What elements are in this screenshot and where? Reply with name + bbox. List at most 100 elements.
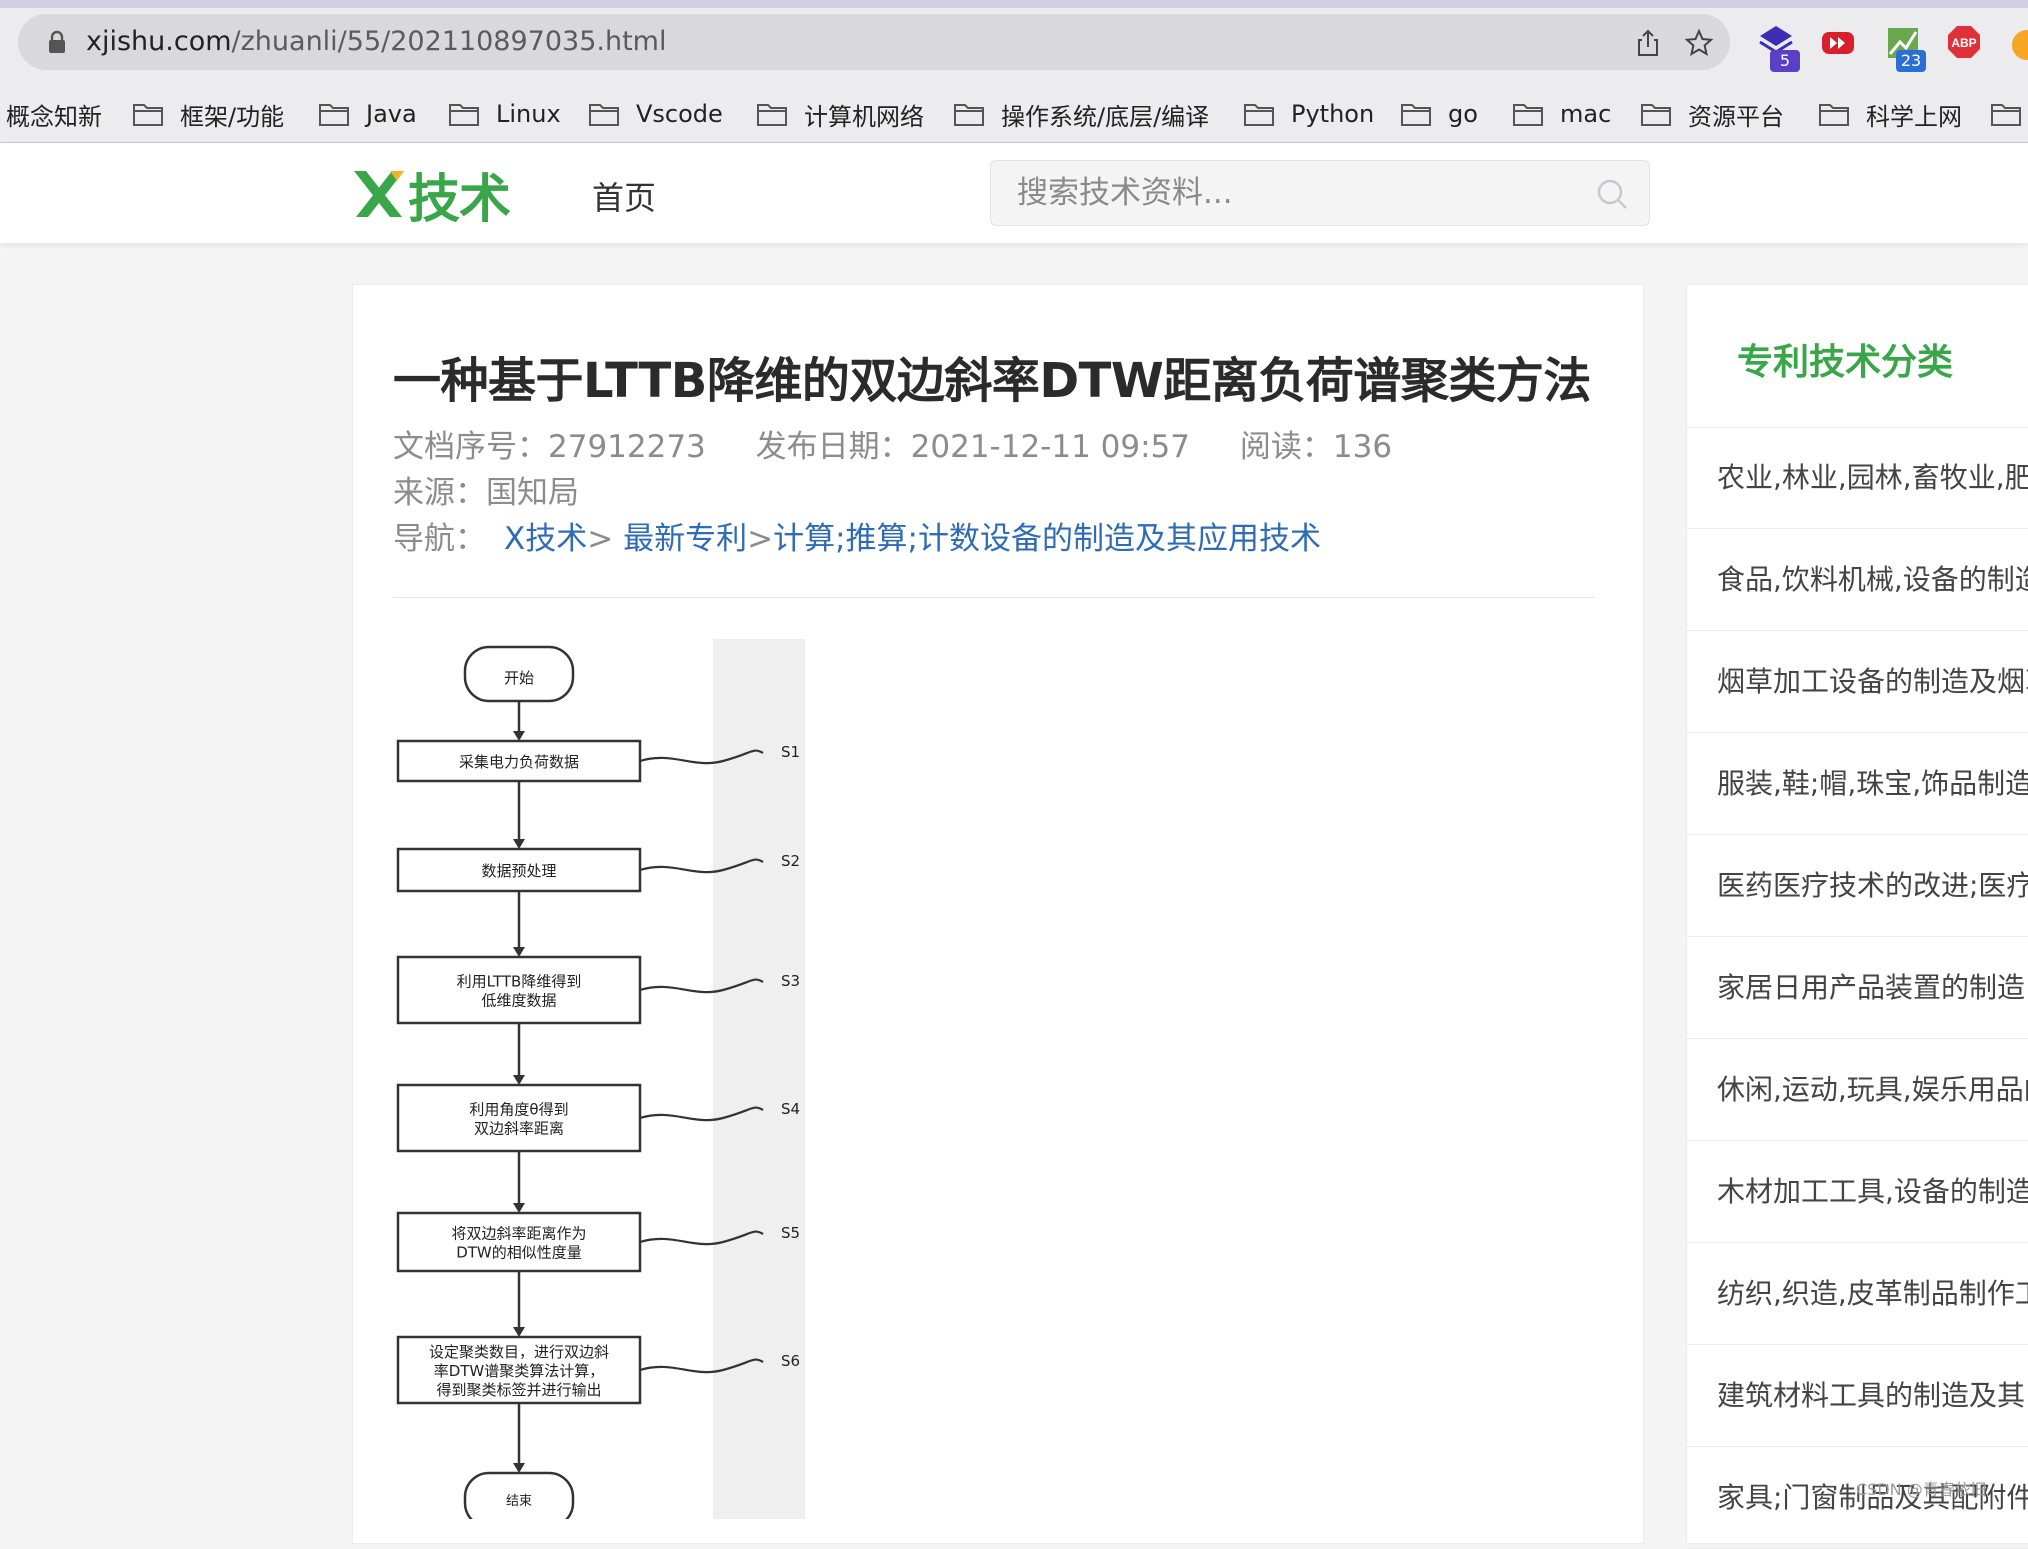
url-path: /zhuanli/55/202110897035.html [231,26,667,57]
nav-label: 导航： [393,521,486,557]
breadcrumb-latest[interactable]: 最新专利 [623,521,748,557]
nav-home-link[interactable]: 首页 [592,179,657,217]
browser-top-strip [0,0,2028,8]
step-label: 采集电力负荷数据 [459,753,579,771]
folder-icon [133,104,163,126]
doc-id-value: 27912273 [548,429,706,465]
category-link[interactable]: 农业,林业,园林,畜牧业,肥 [1687,427,2028,529]
category-link[interactable]: 建筑材料工具的制造及其 [1687,1345,2028,1447]
doc-id-label: 文档序号： [393,429,548,465]
bookmark-item[interactable]: go [1400,98,1478,130]
start-label: 开始 [504,669,534,687]
arrow-head [513,731,525,741]
site-search [990,160,1650,226]
date-value: 2021-12-11 09:57 [910,429,1191,465]
step-label: 数据预处理 [481,862,556,880]
step-label: 将双边斜率距离作为 [451,1225,586,1243]
step-id: S5 [781,1224,800,1242]
step-id: S1 [781,743,800,761]
category-link[interactable]: 食品,饮料机械,设备的制造 [1687,529,2028,631]
step-id: S3 [781,972,800,990]
category-link[interactable]: 医药医疗技术的改进;医疗 [1687,835,2028,937]
folder-icon [1641,104,1671,126]
meta-divider [393,597,1595,598]
breadcrumb-sep: > [587,521,614,557]
step-id: S4 [781,1100,800,1118]
leader-line [639,749,764,765]
step-label: 双边斜率距离 [474,1120,564,1138]
watermark: CSDN @青春依旧 [1856,1480,1987,1499]
category-link[interactable]: 木材加工工具,设备的制造 [1687,1141,2028,1243]
category-link[interactable]: 休闲,运动,玩具,娱乐用品的 [1687,1039,2028,1141]
flowchart: 开始采集电力负荷数据S1数据预处理S2利用LTTB降维得到低维度数据S3利用角度… [393,639,800,1519]
bookmark-overflow-folder[interactable] [1990,98,2028,130]
bookmark-item[interactable]: 资源平台 [1640,98,1784,131]
search-icon[interactable] [1595,177,1629,211]
bookmark-label: 计算机网络 [804,102,924,131]
sidebar-header: 专利技术分类 [1687,285,2028,428]
folder-icon [1991,104,2021,126]
bookmark-item[interactable]: Java [318,98,417,130]
breadcrumb-sep: > [747,521,774,557]
category-link[interactable]: 纺织,织造,皮革制品制作工 [1687,1243,2028,1345]
date-label: 发布日期： [755,429,911,465]
folder-icon [589,104,619,126]
article-source: 来源：国知局 [393,467,579,512]
arrow-head [513,947,525,957]
folder-icon [449,104,479,126]
arrow-head [513,1075,525,1085]
arrow-head [513,1463,525,1473]
bookmark-item[interactable]: 科学上网 [1818,98,1962,131]
video-speed-extension-icon[interactable] [1818,22,1862,72]
step-label: DTW的相似性度量 [456,1244,582,1262]
share-icon[interactable] [1633,28,1663,58]
step-id: S2 [781,852,800,870]
reads-label: 阅读： [1239,429,1333,465]
abp-octagon-icon: ABP [1948,26,1980,58]
category-sidebar: 专利技术分类 农业,林业,园林,畜牧业,肥食品,饮料机械,设备的制造烟草加工设备… [1686,284,2028,1549]
breadcrumb-home[interactable]: X技术 [504,521,588,557]
bookmark-label: 资源平台 [1688,102,1784,131]
bookmark-label: mac [1560,100,1612,128]
search-input[interactable] [991,161,1591,225]
bookmark-star-icon[interactable] [1684,28,1714,58]
bookmark-item[interactable]: Vscode [588,98,723,130]
bookmark-item[interactable]: mac [1512,98,1611,130]
sidebar-title: 专利技术分类 [1737,342,1954,383]
source-value: 国知局 [486,475,579,511]
step-box [396,1211,642,1273]
address-bar[interactable]: xjishu.com/zhuanli/55/202110897035.html [18,14,1730,70]
bookmark-item[interactable]: 框架/功能 [132,98,284,131]
layers-extension-icon[interactable]: 5 [1756,22,1800,72]
bookmark-item[interactable]: 操作系统/底层/编译 [953,98,1210,131]
leader-line [639,1358,764,1374]
x-logo-icon [354,171,404,217]
adblock-plus-icon[interactable]: ABP [1944,22,1988,72]
source-label: 来源： [393,475,486,511]
browser-toolbar: xjishu.com/zhuanli/55/202110897035.html … [0,8,2028,86]
lock-icon [49,30,65,53]
article-card: 一种基于LTTB降维的双边斜率DTW距离负荷谱聚类方法 文档序号：2791227… [352,284,1644,1544]
profile-extension-icon[interactable] [2012,30,2028,60]
category-link[interactable]: 烟草加工设备的制造及烟草 [1687,631,2028,733]
leader-line [639,858,764,874]
chart-extension-icon[interactable]: 23 [1882,22,1926,72]
bookmark-item[interactable]: Python [1243,98,1374,130]
folder-icon [757,104,787,126]
step-label: 率DTW谱聚类算法计算， [434,1362,605,1380]
category-link[interactable]: 服装,鞋;帽,珠宝,饰品制造 [1687,733,2028,835]
category-link[interactable]: 家居日用产品装置的制造 [1687,937,2028,1039]
breadcrumb-category[interactable]: 计算;推算;计数设备的制造及其应用技术 [773,521,1321,557]
step-box [396,955,642,1025]
bookmark-label: Vscode [636,100,723,128]
url-text[interactable]: xjishu.com/zhuanli/55/202110897035.html [86,26,666,57]
site-logo[interactable]: 技术 [350,165,511,230]
bookmark-item[interactable]: 概念知新 [6,98,102,131]
leader-line [639,1106,764,1122]
arrow-head [513,839,525,849]
logo-text: 技术 [408,169,511,230]
leader-line [639,1230,764,1246]
bookmark-item[interactable]: Linux [448,98,561,130]
bookmark-label: 操作系统/底层/编译 [1001,102,1210,131]
bookmark-item[interactable]: 计算机网络 [756,98,924,131]
